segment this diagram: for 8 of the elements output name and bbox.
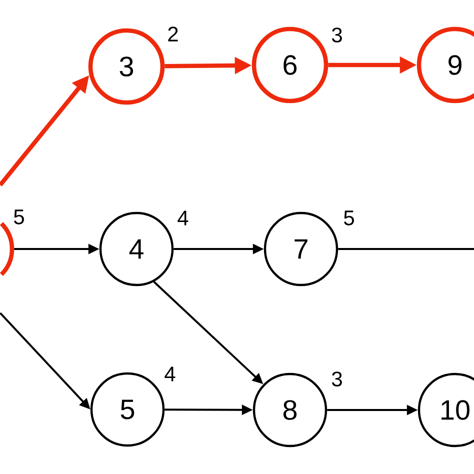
connector-line	[338, 248, 474, 250]
weight-label: 2	[168, 26, 178, 42]
weight-label: 3	[332, 28, 342, 42]
weight-label: 3	[332, 372, 342, 386]
weight-label: 4	[178, 210, 188, 226]
weight-label: 5	[14, 210, 24, 224]
weight-label: 5	[344, 210, 354, 226]
weight-label: 4	[164, 366, 176, 382]
